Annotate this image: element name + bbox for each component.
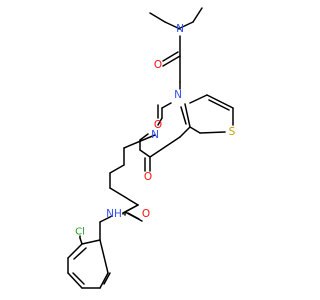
ring-nitrogen-1-label: N bbox=[174, 89, 182, 101]
atom-labels: N O N O N O S O NH Cl bbox=[75, 23, 236, 238]
ring-oxygen-2-label: O bbox=[154, 119, 162, 131]
amine-nitrogen-label: N bbox=[176, 23, 184, 35]
amide-nh-label: NH bbox=[106, 208, 122, 220]
chlorine-label: Cl bbox=[75, 227, 85, 238]
chain-oxygen-label: O bbox=[142, 208, 150, 220]
ring-oxygen-4-label: O bbox=[144, 171, 152, 183]
chemical-structure: N O N O N O S O NH Cl bbox=[67, 7, 236, 289]
ring-nitrogen-3-label: N bbox=[151, 129, 159, 141]
bonds bbox=[67, 7, 234, 289]
amide-oxygen-label: O bbox=[154, 59, 162, 71]
sulfur-label: S bbox=[229, 126, 236, 138]
